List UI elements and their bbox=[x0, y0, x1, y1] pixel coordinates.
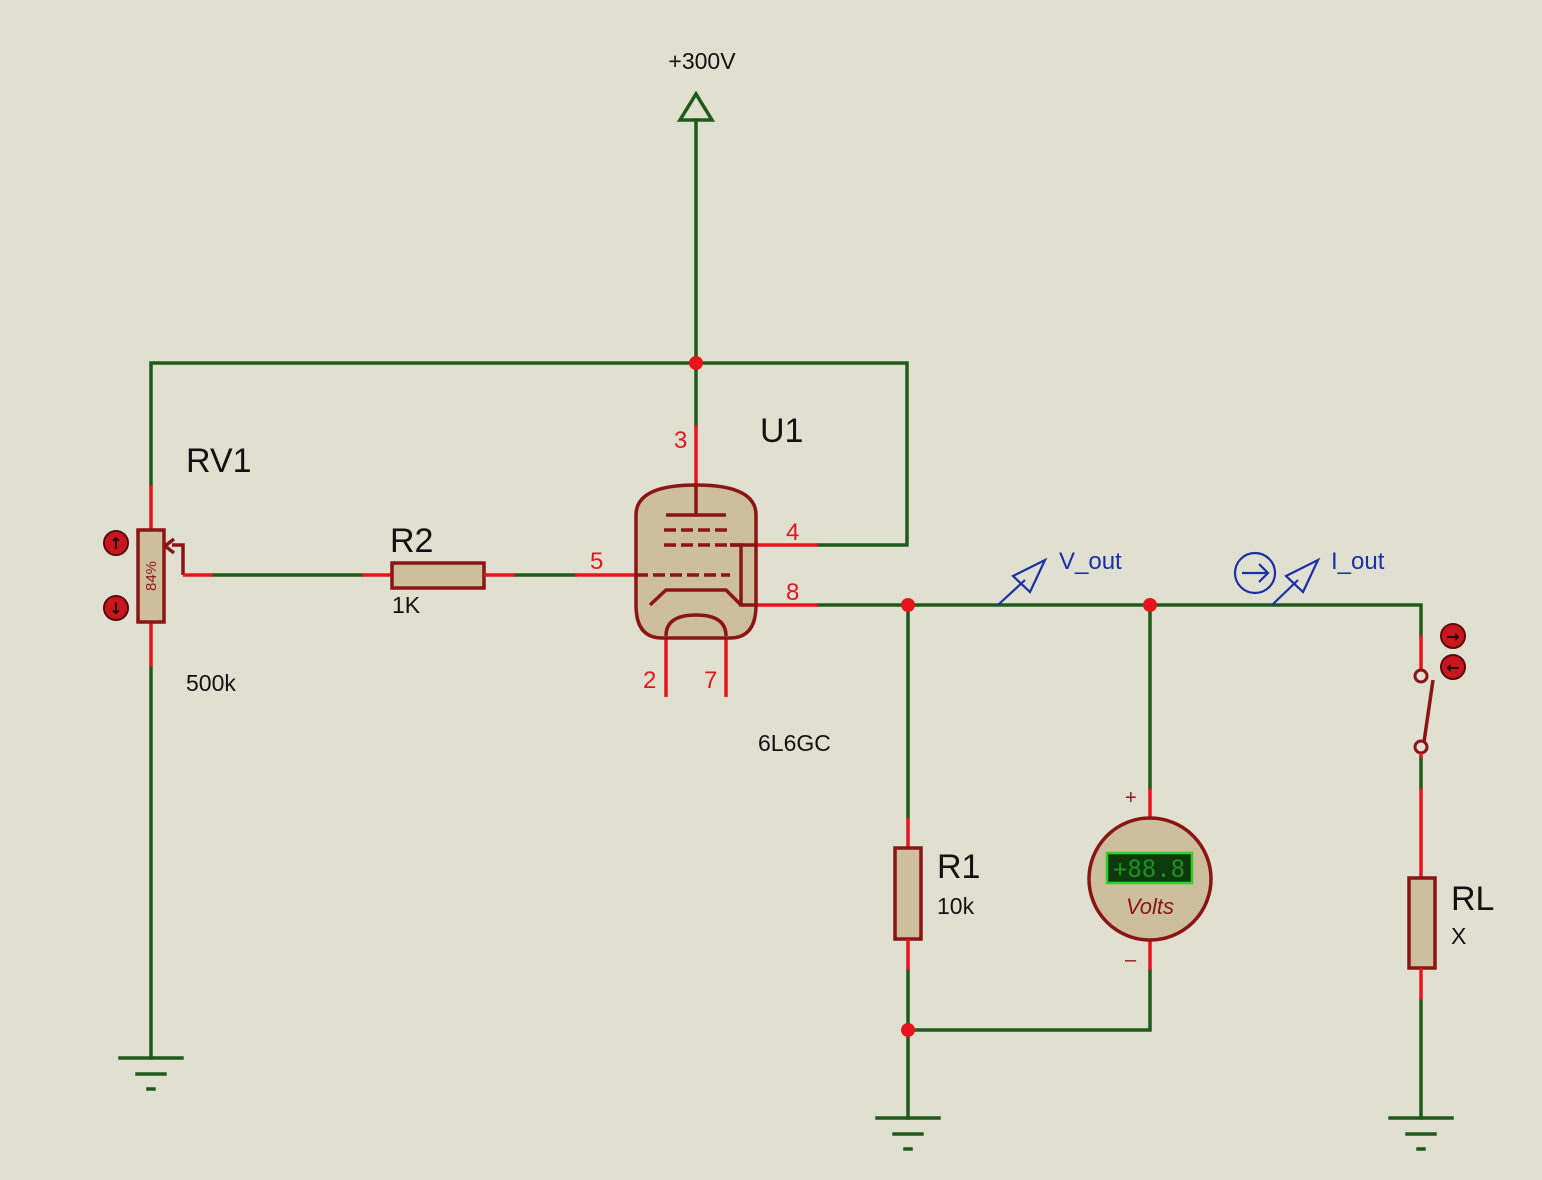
voltmeter-display bbox=[1105, 851, 1194, 885]
switch-open-glyph: ← bbox=[1446, 658, 1459, 677]
junction-bottom bbox=[901, 1023, 915, 1037]
ground-symbol-icon bbox=[118, 1056, 184, 1091]
switch-close-button-bg bbox=[1440, 623, 1466, 649]
potentiometer-rv1[interactable]: 84% RV1 500k ↑ ↓ bbox=[103, 442, 252, 696]
increment-arrow-icon[interactable]: → bbox=[1440, 623, 1466, 649]
supply-terminal[interactable]: +300V bbox=[668, 48, 736, 122]
resistor-r1[interactable]: R1 10k bbox=[893, 818, 980, 970]
switch-close-glyph: → bbox=[1446, 627, 1459, 646]
current-probe-label: I_out bbox=[1331, 548, 1385, 575]
r1-value: 10k bbox=[937, 893, 975, 919]
u1-pin-7-label: 7 bbox=[704, 667, 717, 694]
rv1-increment-button-bg bbox=[103, 530, 129, 556]
u1-pin-4-label: 4 bbox=[786, 519, 799, 546]
current-direction-head bbox=[1258, 563, 1270, 583]
rv1-decrement-button-bg bbox=[103, 595, 129, 621]
rv1-ref: RV1 bbox=[186, 442, 252, 480]
r2-value: 1K bbox=[392, 592, 421, 618]
switch-open-button-bg bbox=[1440, 654, 1466, 680]
decrement-arrow-icon[interactable]: ← bbox=[1440, 654, 1466, 680]
switch-blade bbox=[1422, 679, 1435, 743]
voltage-probe-label: V_out bbox=[1059, 548, 1122, 575]
rl-body bbox=[1407, 876, 1437, 970]
r1-ref: R1 bbox=[937, 848, 980, 886]
wire-output-bus bbox=[816, 603, 1423, 637]
r1-body bbox=[893, 846, 923, 941]
current-probe[interactable]: I_out bbox=[1233, 548, 1385, 606]
switch-contact-bottom bbox=[1413, 739, 1429, 755]
current-direction-icon bbox=[1233, 551, 1277, 595]
rv1-decrement-glyph: ↓ bbox=[109, 599, 122, 618]
wire-top-rail bbox=[149, 361, 909, 547]
u1-value: 6L6GC bbox=[758, 730, 831, 756]
vacuum-tube-u1[interactable]: U1 6L6GC 3 4 5 8 2 7 bbox=[575, 412, 831, 756]
rv1-wiper bbox=[172, 543, 185, 575]
wires bbox=[149, 118, 1423, 1120]
u1-pin-8-label: 8 bbox=[786, 579, 799, 606]
u1-pin-5-label: 5 bbox=[590, 548, 603, 575]
resistor-r2[interactable]: R2 1K bbox=[362, 522, 515, 618]
supply-label: +300V bbox=[668, 48, 736, 74]
switch-contact-top bbox=[1413, 668, 1429, 684]
supply-arrow-icon bbox=[676, 90, 716, 122]
ground-symbol-icon bbox=[875, 1116, 941, 1151]
r2-body bbox=[390, 561, 486, 590]
rl-value: X bbox=[1451, 923, 1466, 949]
rv1-wiper-arrow-icon bbox=[162, 537, 176, 555]
decrement-arrow-icon[interactable]: ↓ bbox=[103, 595, 129, 621]
u1-cathode bbox=[648, 588, 743, 607]
increment-arrow-icon[interactable]: ↑ bbox=[103, 530, 129, 556]
ground-symbol-icon bbox=[1388, 1116, 1454, 1151]
probe-arrow-icon bbox=[1284, 557, 1321, 594]
u1-envelope bbox=[634, 483, 758, 640]
u1-pin-2-label: 2 bbox=[643, 667, 656, 694]
r2-ref: R2 bbox=[390, 522, 433, 560]
rl-ref: RL bbox=[1451, 880, 1494, 918]
u1-pin-3-label: 3 bbox=[674, 427, 687, 454]
probe-arrow-icon bbox=[1011, 557, 1048, 594]
voltmeter[interactable]: +88.8 Volts + – bbox=[1087, 787, 1213, 971]
resistor-rl[interactable]: RL X bbox=[1407, 788, 1494, 1000]
voltmeter-unit: Volts bbox=[1126, 894, 1174, 919]
voltmeter-minus-sign: – bbox=[1125, 949, 1137, 971]
voltage-probe[interactable]: V_out bbox=[997, 548, 1122, 606]
u1-heater bbox=[664, 613, 728, 637]
u1-ref: U1 bbox=[760, 412, 803, 450]
rv1-value: 500k bbox=[186, 670, 236, 696]
rv1-body bbox=[136, 528, 166, 624]
junction-output-meter bbox=[1143, 598, 1157, 612]
rv1-increment-glyph: ↑ bbox=[109, 534, 122, 553]
load-switch[interactable]: → ← bbox=[1413, 623, 1466, 758]
voltmeter-reading: +88.8 bbox=[1113, 855, 1185, 883]
rv1-wiper-percent: 84% bbox=[143, 561, 160, 591]
junction-top bbox=[689, 356, 703, 370]
wire-meter-return bbox=[906, 968, 1152, 1032]
junction-output-r1 bbox=[901, 598, 915, 612]
voltmeter-plus-sign: + bbox=[1125, 787, 1137, 809]
